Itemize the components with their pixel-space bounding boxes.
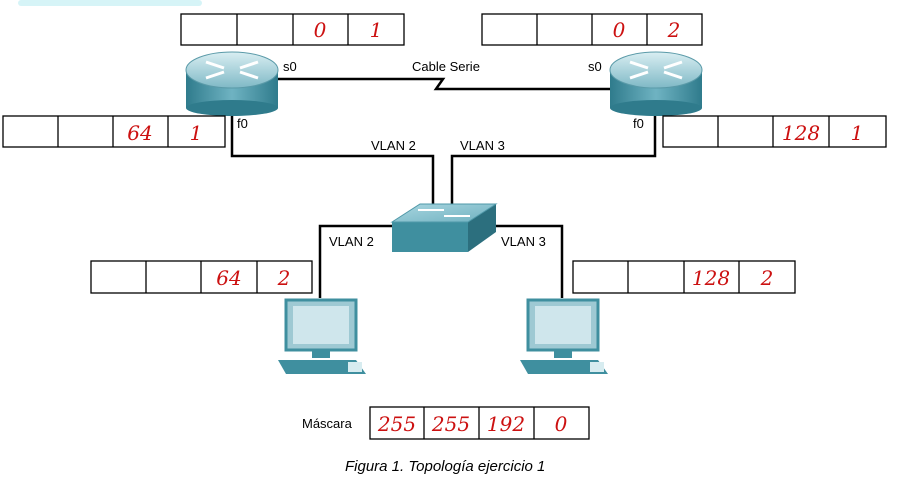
octet-cell: 2 (667, 18, 681, 42)
octet-cell: 2 (277, 266, 291, 290)
address-box-r2-s0: 0 2 (481, 13, 703, 46)
octet-cell: 128 (782, 121, 820, 145)
vlan2-router-label: VLAN 2 (371, 138, 416, 153)
vlan3-router-label: VLAN 3 (460, 138, 505, 153)
top-tab (18, 0, 202, 6)
address-box-r2-f0: 128 1 (662, 115, 887, 148)
vlan3-pc-label: VLAN 3 (501, 234, 546, 249)
links (230, 77, 657, 298)
switch-pc2-link (488, 224, 564, 298)
address-box-r1-s0: 0 1 (180, 13, 405, 46)
octet-cell: 1 (190, 121, 203, 145)
r2-switch-link (450, 112, 657, 204)
r1-serial-label: s0 (283, 59, 297, 74)
octet-cell: 1 (370, 18, 383, 42)
router-2-icon (609, 51, 703, 116)
pc-1-icon (278, 298, 366, 374)
cable-label: Cable Serie (412, 59, 480, 74)
address-box-mask: 255 255 192 0 (369, 406, 590, 440)
r1-switch-link (230, 112, 435, 204)
octet-cell: 1 (851, 121, 864, 145)
address-box-pc2: 128 2 (572, 260, 796, 294)
octet-cell: 0 (555, 412, 568, 436)
octet-cell: 128 (692, 266, 730, 290)
pc-2-icon (520, 298, 608, 374)
r1-fast-label: f0 (237, 116, 248, 131)
address-box-r1-f0: 64 1 (2, 115, 226, 148)
octet-cell: 255 (431, 412, 470, 436)
octet-cell: 64 (127, 121, 152, 145)
r2-serial-label: s0 (588, 59, 602, 74)
octet-cell: 64 (216, 266, 241, 290)
octet-cell: 255 (377, 412, 416, 436)
switch-icon (390, 203, 498, 252)
address-box-pc1: 64 2 (90, 260, 313, 294)
octet-cell: 192 (487, 412, 525, 436)
octet-cell: 0 (314, 18, 327, 42)
mask-label: Máscara (302, 416, 353, 431)
router-1-icon (185, 51, 279, 116)
serial-link (275, 77, 612, 91)
switch-pc1-link (318, 224, 398, 298)
r2-fast-label: f0 (633, 116, 644, 131)
octet-cell: 0 (613, 18, 626, 42)
vlan2-pc-label: VLAN 2 (329, 234, 374, 249)
octet-cell: 2 (760, 266, 774, 290)
figure-caption: Figura 1. Topología ejercicio 1 (345, 458, 545, 475)
